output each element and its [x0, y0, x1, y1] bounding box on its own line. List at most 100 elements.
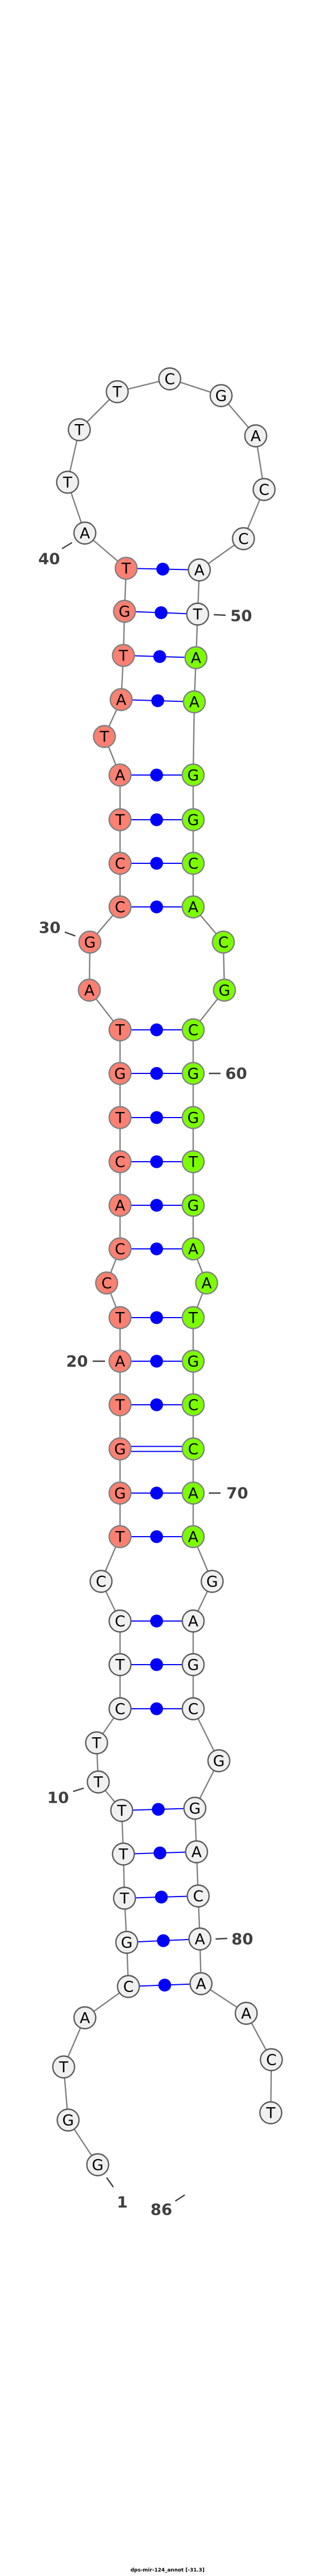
nucleotide-pink: T: [114, 557, 138, 580]
nucleotide-circle: [117, 1975, 140, 1998]
position-tick: [175, 2194, 185, 2202]
base-pair: [126, 563, 200, 576]
nucleotide-letter: C: [188, 1441, 199, 1458]
position-number: 70: [227, 1484, 248, 1503]
nucleotide-letter: T: [118, 648, 128, 665]
nucleotide-letter: C: [115, 899, 126, 916]
nucleotide-pink: T: [108, 1393, 132, 1417]
position-label: 80: [215, 1930, 253, 1948]
nucleotide-letter: G: [114, 1441, 126, 1458]
nucleotide: G: [207, 1749, 231, 1772]
position-label: 30: [39, 919, 76, 937]
nucleotide-circle: [181, 1237, 205, 1261]
nucleotide: C: [181, 1697, 205, 1720]
base-pair: [120, 813, 193, 826]
nucleotide: C: [158, 367, 181, 391]
nucleotide: A: [234, 2002, 258, 2025]
nucleotide-circle: [181, 1106, 205, 1129]
nucleotide-letter: C: [193, 1888, 204, 1905]
base-pair: [120, 768, 193, 782]
nucleotide: C: [89, 1570, 113, 1593]
pair-dot: [150, 813, 163, 826]
nucleotide-letter: A: [115, 767, 126, 785]
nucleotide-letter: C: [188, 856, 199, 873]
nucleotide-circle: [86, 2153, 109, 2176]
position-label: 20: [66, 1352, 105, 1371]
nucleotide: C: [260, 2048, 283, 2071]
pair-dot: [150, 1067, 163, 1080]
nucleotide: C: [232, 527, 255, 550]
nucleotide-circle: [108, 852, 132, 875]
nucleotide-letter: T: [115, 1310, 125, 1327]
pair-dot: [158, 1979, 171, 1992]
nucleotide: A: [188, 1927, 212, 1951]
nucleotide-letter: A: [192, 1844, 202, 1861]
base-pair: [128, 1979, 202, 1992]
nucleotide-circle: [212, 930, 235, 954]
pair-dot: [150, 1155, 163, 1168]
nucleotide-letter: C: [266, 2052, 277, 2069]
nucleotide-circle: [200, 1570, 224, 1593]
nucleotide: C: [252, 478, 276, 501]
nucleotide-green: A: [181, 895, 205, 919]
nucleotide: T: [87, 1770, 110, 1794]
nucleotide-letter: A: [188, 1529, 199, 1546]
nucleotide-letter: A: [80, 525, 90, 543]
nucleotide: G: [115, 1931, 138, 1954]
pair-dot: [155, 1890, 168, 1904]
nucleotide-letter: A: [188, 899, 199, 916]
nucleotide: T: [112, 1842, 135, 1866]
nucleotide-letter: G: [188, 1066, 199, 1083]
nucleotide-circle: [181, 1525, 205, 1548]
nucleotide-letter: G: [188, 1110, 199, 1127]
nucleotide-circle: [108, 1349, 132, 1373]
nucleotide: G: [200, 1570, 224, 1593]
nucleotide-green: C: [181, 1437, 205, 1461]
position-number: 10: [47, 1789, 69, 1807]
nucleotide-circle: [189, 1972, 213, 1995]
nucleotide-circle: [95, 1271, 118, 1295]
pair-dot: [150, 1242, 163, 1256]
pair-dot: [150, 1702, 163, 1715]
nucleotide-letter: A: [80, 2010, 90, 2027]
nucleotide-letter: A: [188, 1485, 199, 1503]
nucleotide-circle: [108, 1237, 132, 1261]
nucleotide-circle: [115, 1931, 138, 1954]
base-pair: [120, 1311, 193, 1324]
pair-dot: [150, 1311, 163, 1324]
nucleotide-pink: T: [108, 1306, 132, 1329]
base-pair: [120, 900, 193, 914]
nucleotide-letter: C: [115, 856, 126, 873]
nucleotide-letter: T: [115, 1022, 125, 1039]
nucleotide-circle: [213, 978, 236, 1002]
nucleotide-letter: T: [119, 1890, 130, 1908]
nucleotide-pink: T: [108, 1525, 132, 1548]
nucleotide-pink: C: [108, 895, 132, 919]
base-pair-layer: [120, 563, 202, 1992]
nucleotide-circle: [114, 557, 138, 580]
pair-dot: [157, 1934, 170, 1947]
nucleotide-circle: [56, 2108, 80, 2132]
base-pair: [120, 1155, 193, 1168]
nucleotide-letter: C: [165, 371, 175, 388]
position-tick: [106, 2177, 114, 2188]
nucleotide-letter: A: [202, 1275, 212, 1292]
nucleotide-letter: A: [241, 2005, 252, 2023]
nucleotide-pink: G: [108, 1437, 132, 1461]
nucleotide-letter: T: [118, 1846, 128, 1864]
nucleotide-green: G: [181, 808, 205, 831]
nucleotide: G: [181, 1653, 205, 1676]
nucleotide-circle: [181, 1653, 205, 1676]
nucleotide-letter: T: [117, 1803, 127, 1820]
nucleotide: A: [185, 1840, 208, 1864]
nucleotide-letter: G: [219, 982, 231, 1000]
nucleotide-green: T: [181, 1150, 205, 1173]
nucleotide-letter: T: [59, 2059, 69, 2076]
nucleotide-circle: [186, 602, 209, 626]
pair-dot: [150, 1486, 163, 1500]
nucleotide-circle: [244, 424, 267, 448]
nucleotide: A: [244, 424, 267, 448]
nucleotide-circle: [181, 1609, 205, 1633]
nucleotide-letter: A: [191, 650, 202, 667]
nucleotide-circle: [234, 2002, 258, 2025]
